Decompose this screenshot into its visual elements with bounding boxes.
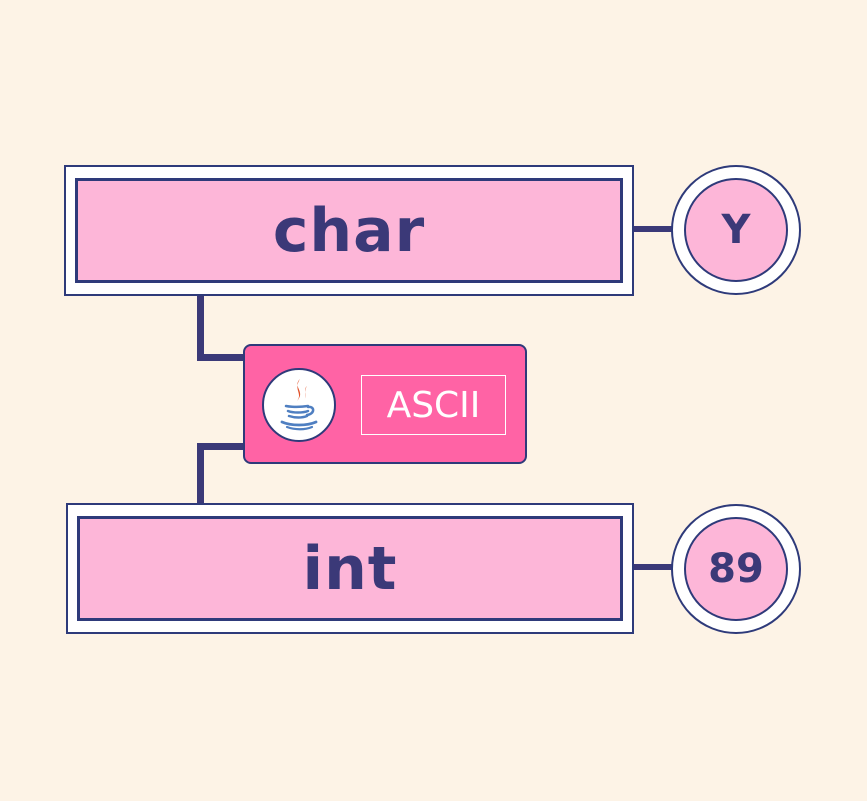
ascii-conversion-box: ASCII xyxy=(243,344,527,464)
connector-char-to-value xyxy=(632,226,676,232)
connector-char-down xyxy=(197,294,204,361)
char-value-circle: Y xyxy=(684,178,788,282)
char-value-label: Y xyxy=(721,207,751,253)
connector-conversion-to-int xyxy=(197,443,247,450)
int-type-box: int xyxy=(66,503,634,634)
char-type-label: char xyxy=(272,195,426,266)
int-value-node: 89 xyxy=(671,504,801,634)
java-coffee-cup-icon xyxy=(280,379,318,431)
int-value-circle: 89 xyxy=(684,517,788,621)
char-type-box: char xyxy=(64,165,634,296)
int-type-fill: int xyxy=(77,516,623,621)
int-type-label: int xyxy=(302,533,398,604)
int-value-label: 89 xyxy=(708,546,764,592)
connector-char-to-conversion xyxy=(197,354,247,361)
connector-int-to-value xyxy=(632,564,676,570)
java-badge xyxy=(262,368,336,442)
char-value-node: Y xyxy=(671,165,801,295)
char-type-fill: char xyxy=(75,178,623,283)
ascii-label: ASCII xyxy=(386,384,481,426)
ascii-label-box: ASCII xyxy=(361,375,506,435)
connector-int-up xyxy=(197,443,204,505)
